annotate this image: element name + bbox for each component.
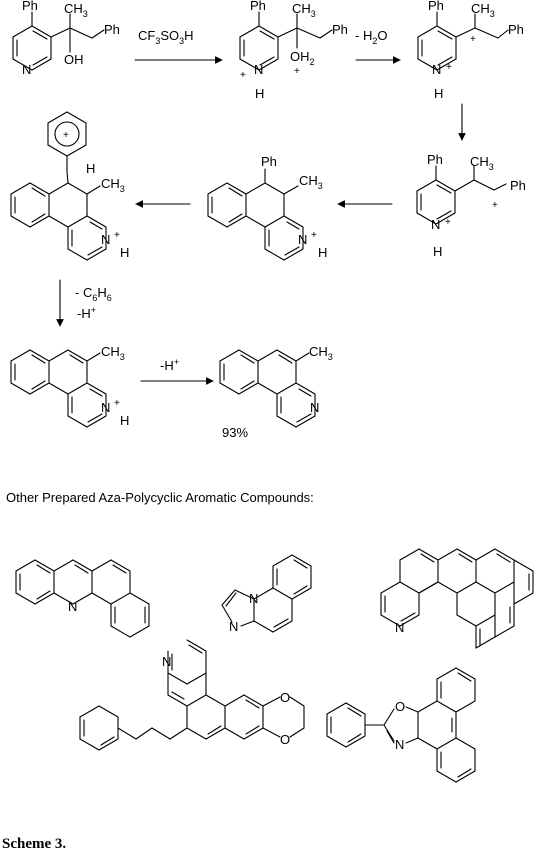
svg-text:+: + [240, 70, 246, 81]
svg-text:H: H [120, 413, 129, 428]
svg-text:O: O [280, 690, 290, 705]
svg-text:CH3: CH3 [471, 1, 495, 19]
structure-rearranged-cation: Ph CH3 Ph + N + H [416, 152, 526, 259]
svg-text:H: H [434, 86, 443, 101]
svg-text:N: N [22, 62, 31, 77]
svg-text:N: N [229, 619, 238, 634]
compound-dioxino-phenylpropyl: N O O [79, 639, 305, 751]
svg-text:+: + [492, 200, 498, 211]
svg-text:H: H [255, 86, 264, 101]
svg-text:H: H [433, 244, 442, 259]
svg-text:N: N [432, 62, 441, 77]
svg-text:CH3: CH3 [299, 173, 323, 191]
structure-protonated-product: CH3 N + H [10, 344, 129, 428]
svg-text:N: N [101, 232, 110, 247]
svg-text:CH3: CH3 [292, 1, 316, 19]
reaction-arrows [56, 56, 466, 385]
svg-text:N: N [310, 400, 319, 415]
svg-text:+: + [114, 398, 120, 409]
svg-text:+: + [294, 66, 300, 77]
svg-text:Ph: Ph [104, 22, 120, 37]
svg-text:Ph: Ph [510, 178, 526, 193]
reagent-minus-proton-1: -H+ [77, 305, 96, 321]
svg-text:Ph: Ph [332, 22, 348, 37]
compound-azapolycyclic-large: N [380, 548, 534, 649]
svg-text:N: N [254, 62, 263, 77]
reagent-labels: CF3SO3H - H2O - C6H6 -H+ -H+ 93% [75, 28, 387, 440]
svg-text:N: N [395, 737, 404, 752]
svg-text:O: O [280, 732, 290, 747]
yield-label: 93% [222, 425, 248, 440]
svg-text:+: + [63, 130, 69, 141]
svg-text:N: N [298, 232, 307, 247]
svg-text:N: N [431, 217, 440, 232]
structure-final-product: CH3 N [219, 344, 333, 428]
svg-text:+: + [114, 230, 120, 241]
svg-text:CH3: CH3 [101, 344, 125, 362]
svg-text:CH3: CH3 [309, 344, 333, 362]
svg-text:+: + [445, 217, 451, 228]
svg-text:OH2: OH2 [290, 49, 315, 67]
svg-text:OH: OH [64, 52, 84, 67]
svg-text:Ph: Ph [250, 0, 266, 13]
svg-text:N: N [101, 400, 110, 415]
svg-text:Ph: Ph [508, 22, 524, 37]
svg-text:Ph: Ph [261, 154, 277, 169]
reagent-minus-proton-2: -H+ [160, 357, 179, 373]
scheme-caption: Scheme 3. [2, 836, 67, 852]
structure-cyclized-intermediate: Ph CH3 N + H [207, 154, 327, 261]
svg-text:O: O [395, 699, 405, 714]
svg-text:H: H [120, 245, 129, 260]
structure-carbocation: Ph CH3 + Ph N + H [417, 0, 524, 101]
structure-arenium-intermediate: + H CH3 N + H [10, 111, 129, 261]
svg-text:CH3: CH3 [101, 176, 125, 194]
svg-text:H: H [86, 161, 95, 176]
compound-imidazoquinoline: N N [221, 554, 312, 634]
svg-text:N: N [68, 599, 77, 614]
reagent-minus-water: - H2O [355, 28, 387, 46]
compound-phenanthro-oxazole: O N [326, 667, 476, 783]
compound-benzacridine: N [15, 559, 150, 638]
reagent-minus-benzene: - C6H6 [75, 285, 112, 303]
svg-text:Ph: Ph [428, 0, 444, 13]
svg-text:Ph: Ph [22, 0, 38, 13]
svg-text:Ph: Ph [427, 152, 443, 167]
svg-text:N: N [162, 654, 171, 669]
svg-text:+: + [446, 62, 452, 73]
svg-text:CH3: CH3 [470, 154, 494, 172]
svg-text:+: + [470, 34, 476, 45]
structure-protonated-alcohol: Ph CH3 OH2 + Ph N H + [239, 0, 348, 101]
svg-text:CH3: CH3 [64, 1, 88, 19]
section-heading: Other Prepared Aza-Polycyclic Aromatic C… [6, 490, 314, 505]
svg-text:N: N [249, 591, 258, 606]
svg-text:H: H [318, 245, 327, 260]
svg-text:+: + [311, 230, 317, 241]
svg-text:N: N [395, 620, 404, 635]
structure-alcohol: Ph CH3 OH Ph N [12, 0, 120, 77]
reagent-triflic-acid: CF3SO3H [138, 28, 194, 46]
